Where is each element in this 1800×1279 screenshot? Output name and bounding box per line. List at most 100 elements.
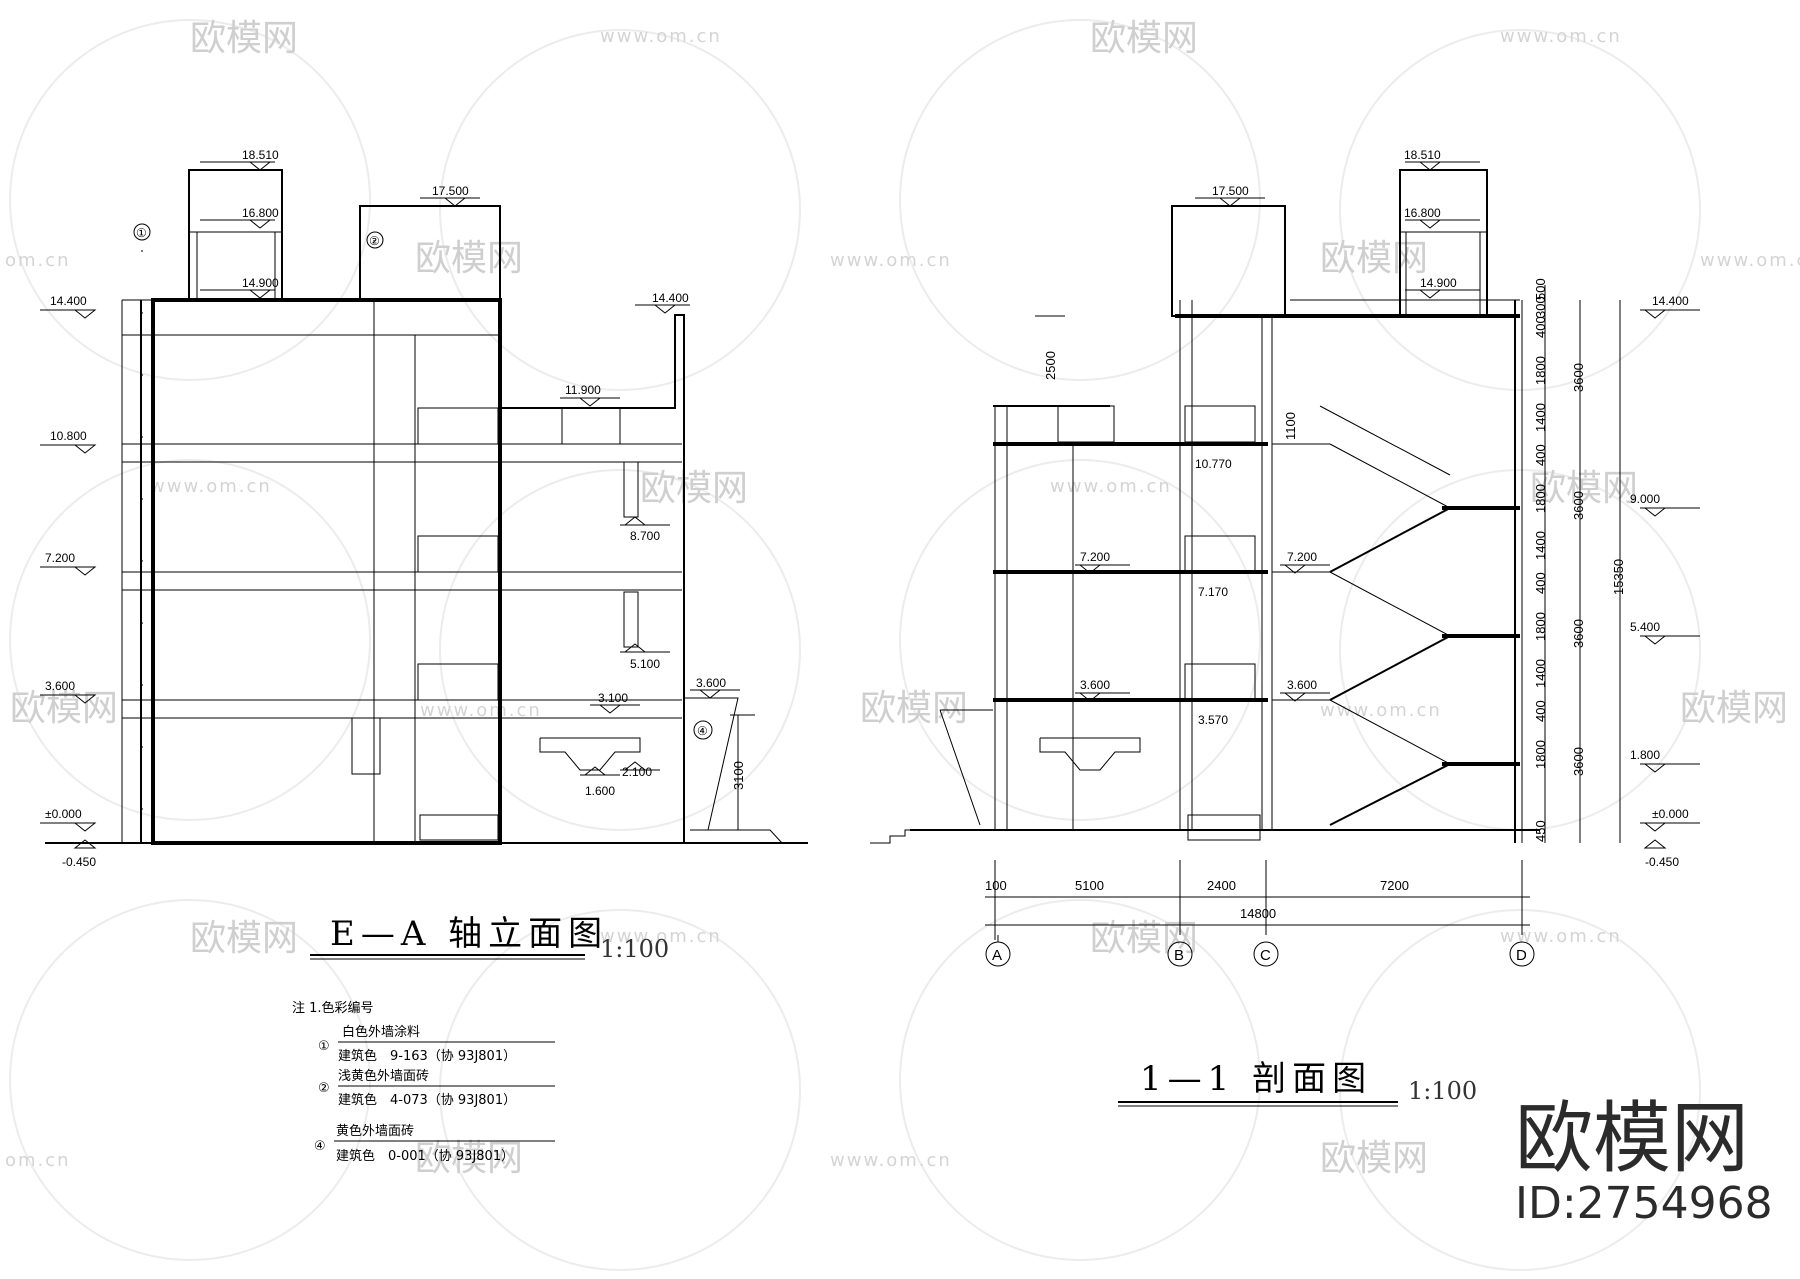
- watermark-text: 欧模网: [190, 18, 298, 59]
- dim-label: 1400: [1533, 403, 1548, 432]
- level-label: 7.200: [1287, 550, 1317, 564]
- dim-label: 3600: [1571, 363, 1586, 392]
- callout: ②: [369, 234, 380, 248]
- dim-label: 1400: [1533, 659, 1548, 688]
- dim-label: 400: [1533, 316, 1548, 338]
- dim-label: 400: [1533, 444, 1548, 466]
- level-label: 11.900: [565, 383, 601, 397]
- section-scale: 1:100: [1408, 1077, 1477, 1105]
- elevation-scale: 1:100: [600, 935, 669, 963]
- watermark-url: www.om.cn: [1050, 476, 1172, 497]
- level-label: 14.400: [1652, 294, 1689, 308]
- watermark-text: 欧模网: [190, 918, 298, 959]
- level-label: 3.600: [1287, 678, 1317, 692]
- watermark-url: www.om.cn: [1320, 700, 1442, 721]
- level-label: 3.600: [1080, 678, 1110, 692]
- watermark-text: 欧模网: [10, 688, 118, 729]
- note-name: 黄色外墙面砖: [336, 1123, 414, 1139]
- dim-label: 14800: [1240, 906, 1276, 921]
- dim-label: 7200: [1380, 878, 1409, 893]
- note-number: ①: [318, 1039, 330, 1054]
- note-name: 浅黄色外墙面砖: [338, 1068, 429, 1084]
- dim-label: 2500: [1043, 351, 1058, 380]
- dim-label: 5100: [1075, 878, 1104, 893]
- note-number: ②: [318, 1081, 330, 1096]
- level-label: ±0.000: [45, 807, 82, 821]
- note-code: 建筑色 4-073（协 93J801）: [338, 1092, 516, 1108]
- level-label: 18.510: [1404, 148, 1441, 162]
- note-name: 白色外墙涂料: [342, 1024, 420, 1040]
- level-label: -0.450: [62, 855, 96, 869]
- watermark-text: 欧模网: [415, 238, 523, 279]
- notes-header: 注 1.色彩编号: [292, 1000, 374, 1016]
- level-label: 17.500: [432, 184, 469, 198]
- dim-label: 2400: [1207, 878, 1236, 893]
- level-label: 16.800: [1404, 206, 1441, 220]
- section-title: 1—1 剖面图: [1140, 1059, 1372, 1099]
- dim-label: 1800: [1533, 484, 1548, 513]
- axis-label: C: [1260, 947, 1271, 964]
- watermark-text: 欧模网: [860, 688, 968, 729]
- section-drawing: 2500 1100 500 300 400 1800 1400 400 1800…: [870, 148, 1700, 1107]
- brand-logo-text: 欧模网: [1515, 1094, 1749, 1184]
- dim-label: 1100: [1283, 412, 1298, 440]
- level-label: 17.500: [1212, 184, 1249, 198]
- brand-id: ID:2754968: [1515, 1178, 1773, 1229]
- level-label: -0.450: [1645, 855, 1679, 869]
- dim-label: 1800: [1533, 612, 1548, 641]
- level-label: 14.400: [50, 294, 87, 308]
- level-label: 3.600: [45, 679, 75, 693]
- level-label: 3.600: [696, 676, 726, 690]
- level-label: 2.100: [622, 765, 652, 779]
- level-label: 1.600: [585, 784, 615, 798]
- level-label: 18.510: [242, 148, 279, 162]
- watermark-url: www.om.cn: [600, 926, 722, 947]
- dim-label: 3600: [1571, 619, 1586, 648]
- level-label: 3.100: [598, 691, 628, 705]
- watermark-text: 欧模网: [1090, 18, 1198, 59]
- dim-label: 15350: [1611, 559, 1626, 595]
- watermark-url: www.om.cn: [600, 26, 722, 47]
- level-label: 10.770: [1195, 457, 1232, 471]
- dim-label: 400: [1533, 700, 1548, 722]
- dim-label: 300: [1533, 296, 1548, 318]
- watermark-url: www.om.cn: [1500, 926, 1622, 947]
- dim-label: 450: [1533, 820, 1548, 842]
- watermark-url: www.om.cn: [420, 700, 542, 721]
- level-label: 5.100: [630, 657, 660, 671]
- stair-flights: [1272, 405, 1451, 826]
- dim-label: 1800: [1533, 356, 1548, 385]
- level-label: 10.800: [50, 429, 87, 443]
- watermark-text: 欧模网: [1320, 238, 1428, 279]
- dim-label: 3600: [1571, 747, 1586, 776]
- watermark-text: 欧模网: [1320, 1138, 1428, 1179]
- elevation-drawing: 18.510 16.800 14.900 17.500 14.400 14.40…: [40, 148, 808, 963]
- level-label: 14.400: [652, 291, 689, 305]
- axis-label: A: [992, 947, 1002, 964]
- watermark-text: 欧模网: [640, 468, 748, 509]
- axis-label: B: [1174, 947, 1184, 964]
- dim-label: 100: [985, 878, 1007, 893]
- level-markers-left: [40, 161, 740, 849]
- level-label: 7.200: [45, 551, 75, 565]
- dim-label: 500: [1533, 278, 1548, 300]
- watermark-url: om.cn: [5, 250, 71, 271]
- callout: ①: [136, 226, 147, 240]
- level-label: 7.200: [1080, 550, 1110, 564]
- color-notes: 注 1.色彩编号 ① 白色外墙涂料 建筑色 9-163（协 93J801） ② …: [292, 1000, 555, 1164]
- dim-label: 1800: [1533, 740, 1548, 769]
- dim-label: 3600: [1571, 491, 1586, 520]
- elevation-title: E—A 轴立面图: [330, 914, 608, 954]
- level-label: 5.400: [1630, 620, 1660, 634]
- watermark-url: www.om.cn: [1700, 250, 1800, 271]
- watermark-url: om.cn: [5, 1150, 71, 1171]
- watermark-text: 欧模网: [1680, 688, 1788, 729]
- watermark-url: www.om.cn: [830, 1150, 952, 1171]
- note-code: 建筑色 9-163（协 93J801）: [338, 1048, 516, 1064]
- level-label: ±0.000: [1652, 807, 1689, 821]
- level-label: 7.170: [1198, 585, 1228, 599]
- watermark-url: www.om.cn: [1500, 26, 1622, 47]
- callout: ④: [697, 724, 708, 738]
- dim-label: 1400: [1533, 531, 1548, 560]
